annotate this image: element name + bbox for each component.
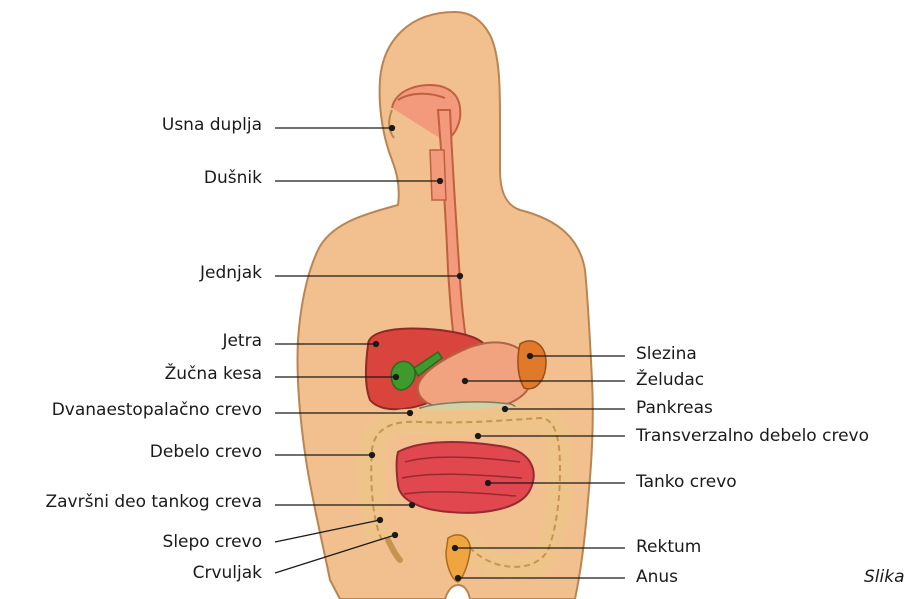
leader-dot-crvuljak	[393, 533, 398, 538]
label-transverzalno: Transverzalno debelo crevo	[636, 426, 869, 446]
label-jednjak: Jednjak	[200, 263, 262, 283]
leader-dot-rektum	[453, 546, 458, 551]
leader-dot-dvanaestopalacno	[408, 411, 413, 416]
label-pankreas: Pankreas	[636, 398, 713, 418]
leader-dot-jednjak	[458, 274, 463, 279]
leader-dot-zucna-kesa	[394, 375, 399, 380]
label-zucna-kesa: Žučna kesa	[165, 364, 262, 384]
leader-dot-zavrsni-deo	[410, 503, 415, 508]
leader-dot-usna-duplja	[390, 126, 395, 131]
label-slezina: Slezina	[636, 344, 697, 364]
figure-caption: Slika	[864, 567, 905, 587]
label-tanko-crevo: Tanko crevo	[636, 472, 737, 492]
label-slepo-crevo: Slepo crevo	[163, 532, 262, 552]
label-crvuljak: Crvuljak	[193, 563, 262, 583]
label-zeludac: Želudac	[636, 370, 704, 390]
leader-dot-dusnik	[438, 179, 443, 184]
label-dvanaestopalacno: Dvanaestopalačno crevo	[52, 400, 262, 420]
label-usna-duplja: Usna duplja	[162, 115, 262, 135]
trachea	[430, 150, 446, 200]
label-anus: Anus	[636, 567, 678, 587]
leader-dot-transverzalno	[476, 434, 481, 439]
leader-dot-jetra	[374, 342, 379, 347]
label-rektum: Rektum	[636, 537, 701, 557]
leader-dot-slepo-crevo	[378, 518, 383, 523]
leader-dot-zeludac	[463, 379, 468, 384]
label-debelo-crevo: Debelo crevo	[150, 442, 262, 462]
label-zavrsni-deo: Završni deo tankog creva	[45, 492, 262, 512]
label-jetra: Jetra	[222, 331, 262, 351]
label-dusnik: Dušnik	[204, 168, 262, 188]
leader-dot-pankreas	[503, 407, 508, 412]
leader-dot-anus	[456, 576, 461, 581]
leader-dot-tanko-crevo	[486, 481, 491, 486]
leader-dot-debelo-crevo	[370, 453, 375, 458]
leader-dot-slezina	[528, 354, 533, 359]
